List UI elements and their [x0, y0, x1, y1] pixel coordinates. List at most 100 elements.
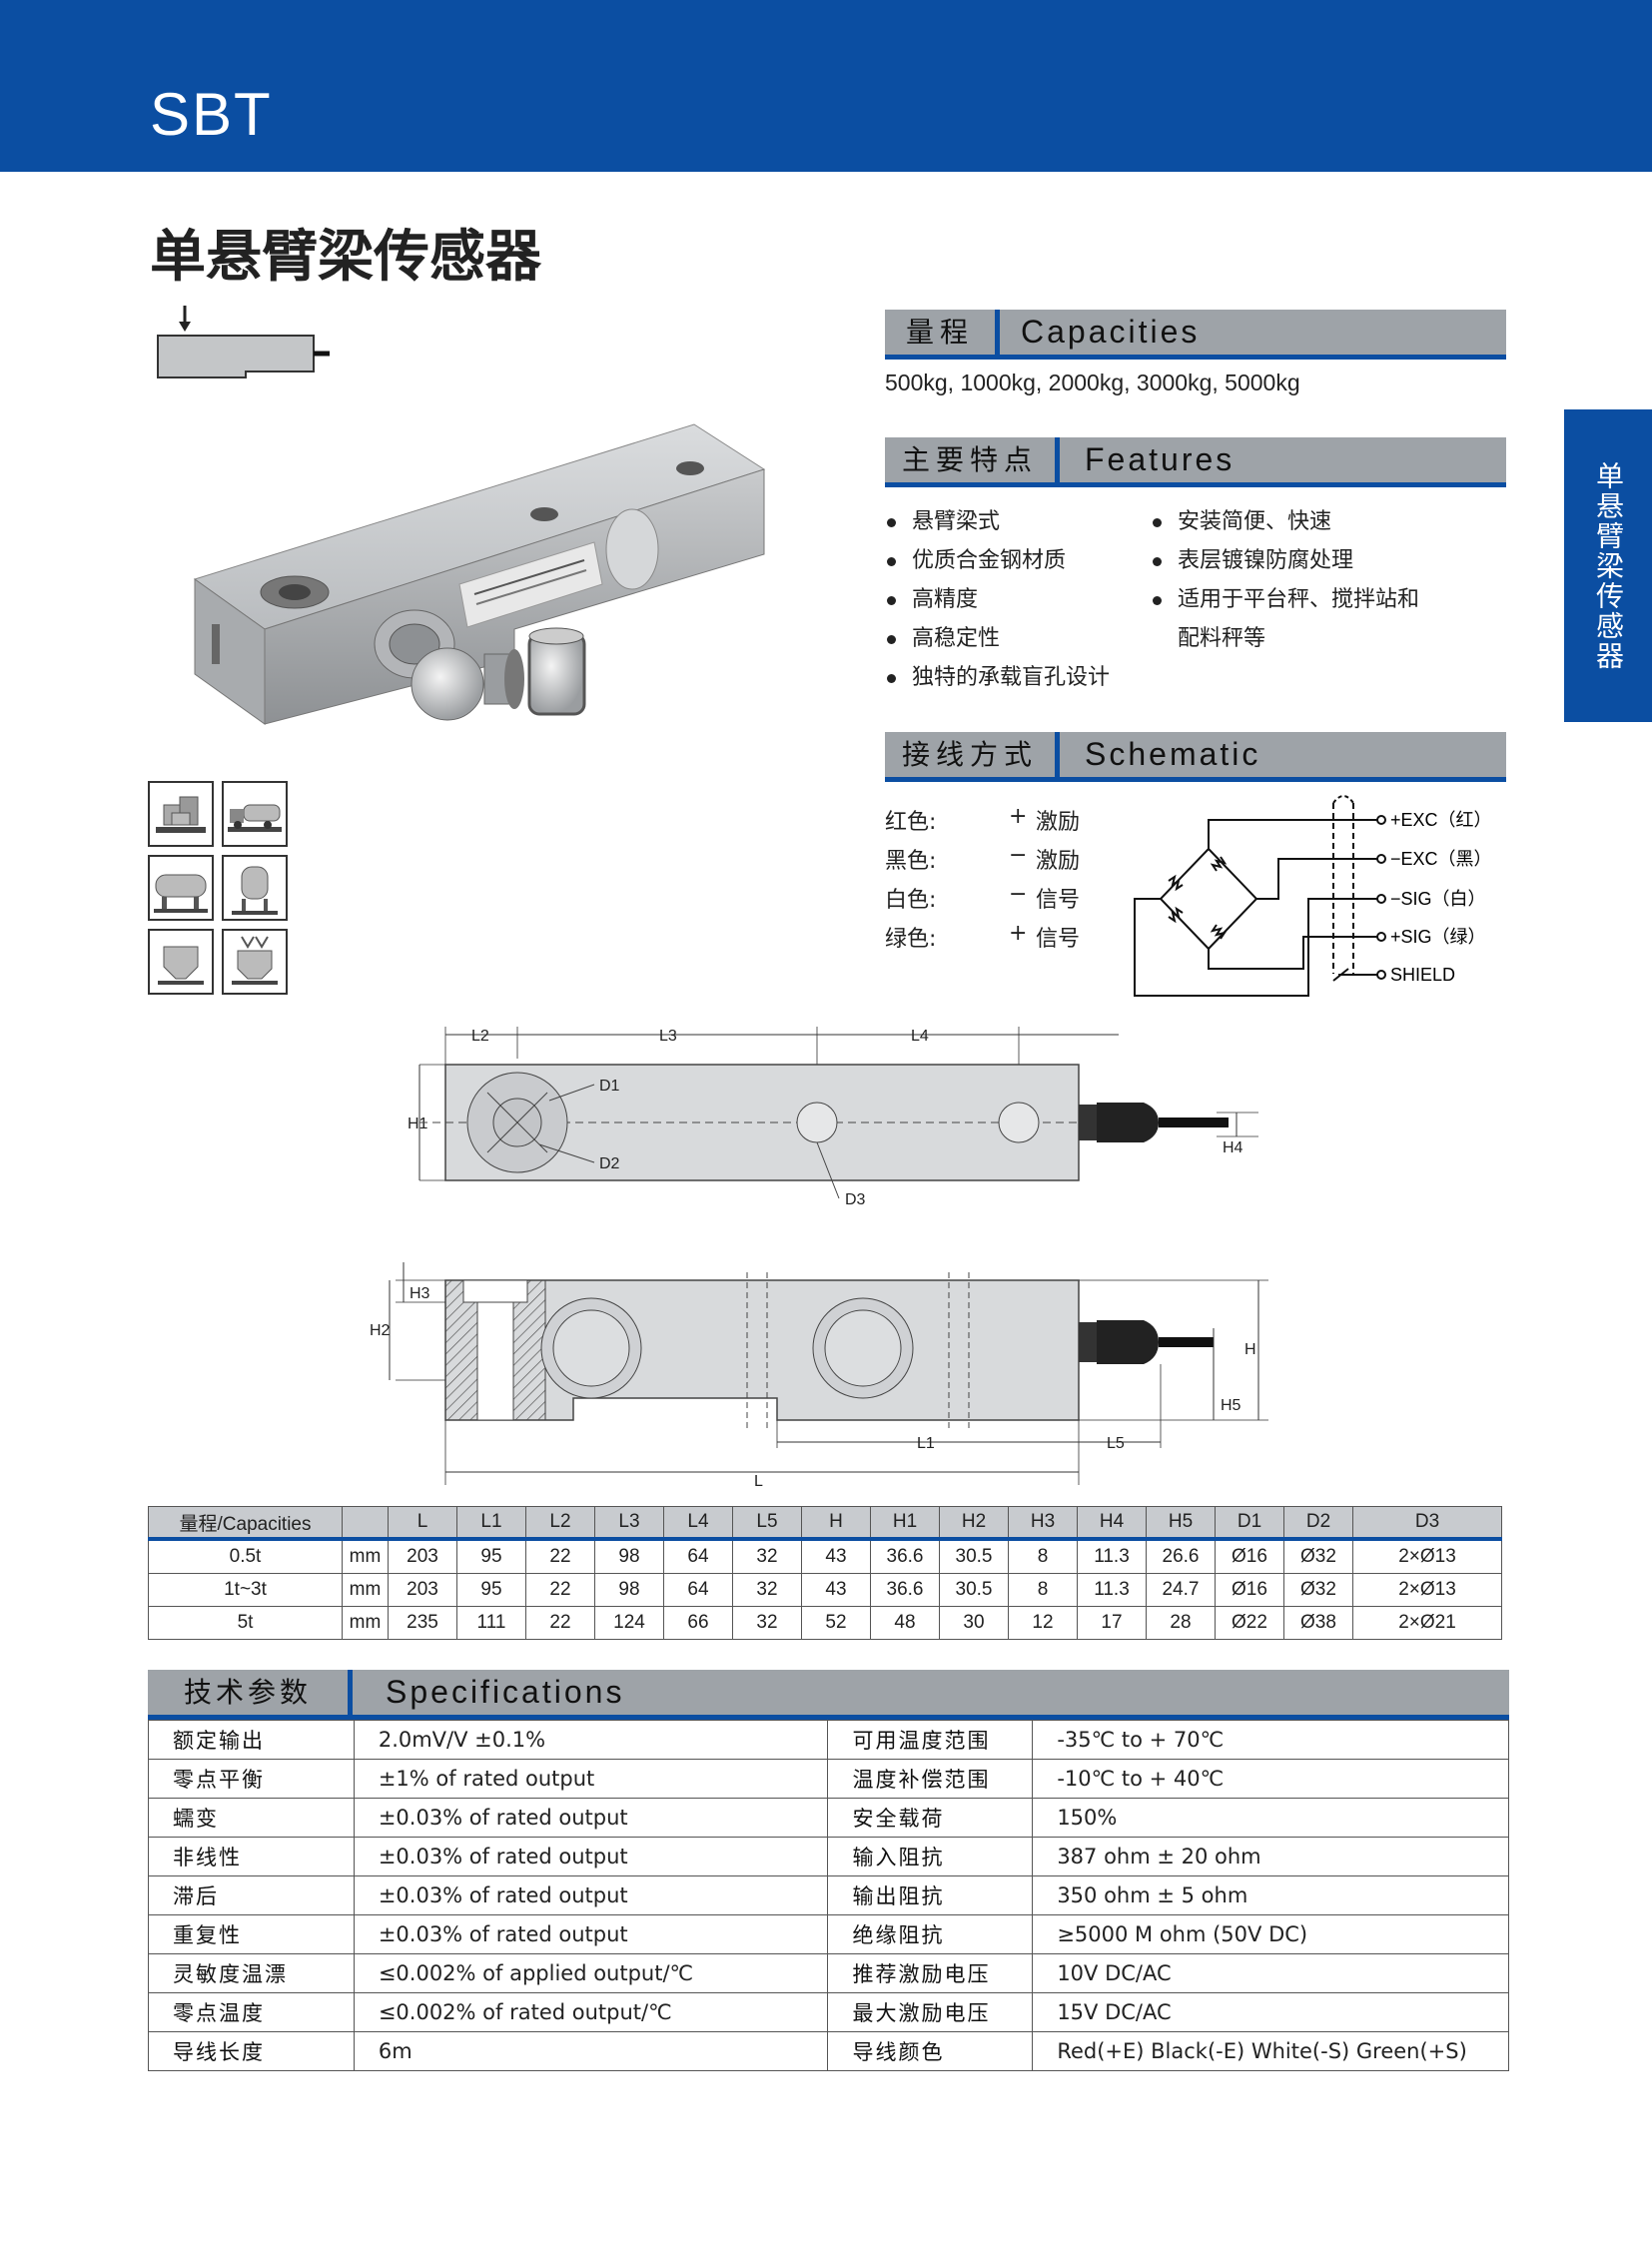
column-header: D1: [1215, 1506, 1284, 1541]
wire-color: 白色:: [885, 888, 937, 913]
table-cell: 0.5t: [148, 1538, 343, 1574]
dim-label-l3: L3: [659, 1028, 677, 1045]
schematic-header-cn: 接线方式: [901, 738, 1038, 771]
header-divider: [348, 1670, 353, 1720]
table-cell: 2×Ø13: [1352, 1538, 1502, 1574]
dim-label-l1: L1: [917, 1435, 935, 1452]
table-cell: 重复性: [148, 1914, 355, 1954]
table-cell: 推荐激励电压: [827, 1953, 1034, 1993]
table-cell: 11.3: [1077, 1538, 1147, 1574]
application-icon-tank-vertical: [222, 855, 288, 921]
table-cell: 66: [663, 1606, 733, 1640]
column-header: H2: [939, 1506, 1009, 1541]
column-header: D3: [1352, 1506, 1502, 1541]
side-view-drawing: H3 H2 H5 H L1 L5 L: [370, 1262, 1268, 1490]
dim-label-h3: H3: [410, 1285, 430, 1302]
table-cell: Ø22: [1215, 1606, 1284, 1640]
specifications-header-cn: 技术参数: [183, 1676, 312, 1709]
table-cell: 28: [1146, 1606, 1216, 1640]
table-cell: 导线长度: [148, 2031, 355, 2071]
terminal-label: +EXC（红）: [1390, 810, 1492, 830]
column-header: H1: [870, 1506, 940, 1541]
table-cell: 30: [939, 1606, 1009, 1640]
table-cell: 43: [801, 1573, 871, 1607]
application-icon-truck-scale: [222, 781, 288, 847]
table-cell: 36.6: [870, 1573, 940, 1607]
table-cell: 30.5: [939, 1538, 1009, 1574]
capacities-header-en: Capacities: [1021, 314, 1201, 350]
table-cell: 滞后: [148, 1875, 355, 1915]
table-cell: 可用温度范围: [827, 1720, 1034, 1760]
wire-color: 红色:: [885, 810, 937, 835]
dimension-table: 量程/Capacities L L1 L2 L3 L4 L5 H H1 H2 H…: [148, 1506, 1502, 1640]
table-cell: 98: [594, 1573, 664, 1607]
side-tab: 单悬臂梁传感器: [1564, 409, 1652, 722]
table-cell: mm: [342, 1538, 389, 1574]
page-title: 单悬臂梁传感器: [150, 225, 541, 290]
wire-sign: +: [1009, 921, 1028, 946]
table-cell: 32: [732, 1538, 802, 1574]
feature-item-continued: 配料秤等: [1178, 626, 1266, 651]
capacities-text: 500kg, 1000kg, 2000kg, 3000kg, 5000kg: [885, 370, 1300, 395]
table-cell: ±0.03% of rated output: [353, 1798, 829, 1838]
table-cell: ±1% of rated output: [353, 1759, 829, 1799]
bullet-icon: [887, 673, 896, 683]
table-cell: 26.6: [1146, 1538, 1216, 1574]
table-cell: ≥5000 M ohm (50V DC): [1032, 1914, 1509, 1954]
schematic-header: 接线方式 Schematic: [885, 732, 1506, 782]
table-cell: 10V DC/AC: [1032, 1953, 1509, 1993]
table-cell: 98: [594, 1538, 664, 1574]
column-header: H5: [1146, 1506, 1216, 1541]
application-icon-platform-scale: [148, 781, 214, 847]
column-header: L1: [456, 1506, 526, 1541]
terminal-label: −SIG（白）: [1390, 889, 1486, 909]
dim-label-d1: D1: [599, 1078, 620, 1095]
table-cell: 5t: [148, 1606, 343, 1640]
table-cell: Ø32: [1283, 1538, 1353, 1574]
capacities-header-cn: 量程: [905, 316, 974, 349]
terminal-label: SHIELD: [1390, 965, 1455, 985]
table-cell: 2×Ø21: [1352, 1606, 1502, 1640]
table-cell: ≤0.002% of rated output/℃: [353, 1992, 829, 2032]
table-cell: 2.0mV/V ±0.1%: [353, 1720, 829, 1760]
table-cell: 64: [663, 1573, 733, 1607]
table-cell: 111: [456, 1606, 526, 1640]
column-header: L: [388, 1506, 457, 1541]
side-tab-label: 单悬臂梁传感器: [1592, 460, 1625, 671]
load-direction-icon: [157, 306, 330, 378]
dim-label-l4: L4: [911, 1028, 929, 1045]
header-divider: [1055, 437, 1060, 487]
column-header: L3: [594, 1506, 664, 1541]
wire-signal: 信号: [1036, 888, 1081, 913]
bullet-icon: [1153, 595, 1162, 605]
feature-item: 表层镀镍防腐处理: [1153, 542, 1353, 574]
feature-item: 高精度: [887, 581, 978, 613]
bullet-icon: [887, 595, 896, 605]
wire-sign: −: [1009, 882, 1028, 907]
table-cell: mm: [342, 1606, 389, 1640]
column-header: H4: [1077, 1506, 1147, 1541]
bullet-icon: [1153, 517, 1162, 527]
wire-color: 绿色:: [885, 927, 937, 952]
feature-item: 适用于平台秤、搅拌站和: [1153, 581, 1419, 613]
dim-label-d2: D2: [599, 1155, 620, 1172]
bullet-icon: [1153, 556, 1162, 566]
table-cell: 30.5: [939, 1573, 1009, 1607]
feature-item: 优质合金钢材质: [887, 542, 1066, 574]
table-cell: 36.6: [870, 1538, 940, 1574]
terminal-label: +SIG（绿）: [1390, 927, 1486, 947]
table-cell: 150%: [1032, 1798, 1509, 1838]
table-cell: 95: [456, 1538, 526, 1574]
table-cell: 22: [525, 1606, 595, 1640]
table-cell: 蠕变: [148, 1798, 355, 1838]
dim-label-h4: H4: [1223, 1139, 1243, 1156]
schematic-header-en: Schematic: [1085, 736, 1261, 772]
table-cell: 24.7: [1146, 1573, 1216, 1607]
